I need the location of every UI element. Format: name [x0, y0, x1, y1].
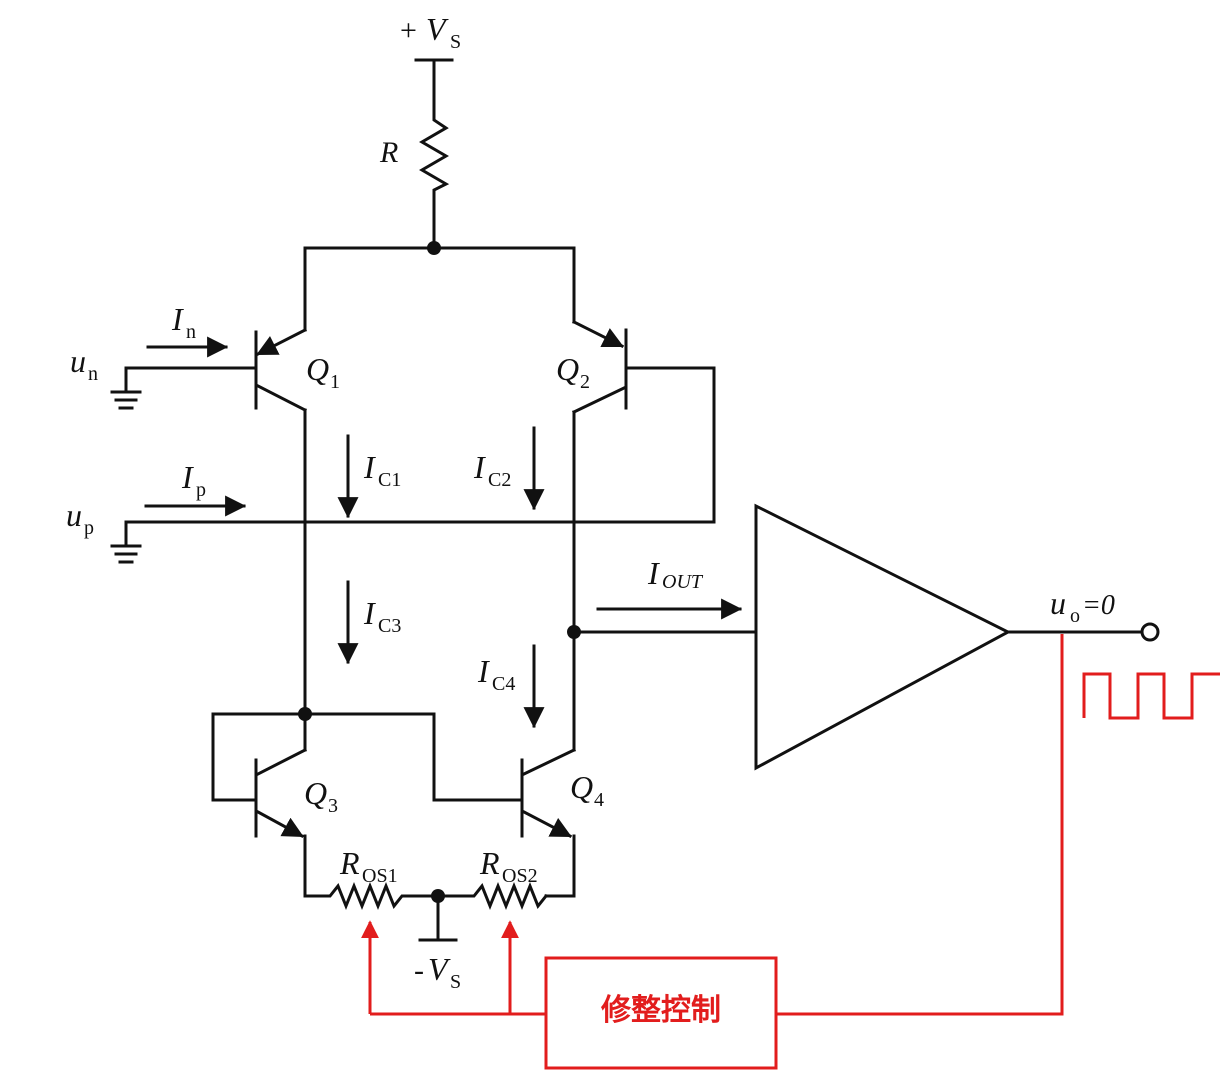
- r-label: R: [379, 136, 398, 169]
- un-main: u: [70, 343, 86, 379]
- ros1-sub: OS1: [362, 865, 398, 887]
- vs-neg-sign: -: [414, 954, 424, 987]
- transistor-q3: Q 3: [211, 707, 338, 898]
- vs-pos-sign: +: [400, 14, 417, 47]
- ros2-sub: OS2: [502, 865, 538, 887]
- ic2-sub: C2: [488, 469, 511, 491]
- top-rail: [303, 241, 576, 332]
- in-sub: n: [186, 321, 196, 343]
- transistor-q2: Q 2: [124, 319, 716, 752]
- iout-main: I: [647, 555, 660, 591]
- q3-sub: 3: [328, 795, 338, 817]
- q2-sub: 2: [580, 371, 590, 393]
- q3-main: Q: [304, 775, 327, 811]
- ip-sub: p: [196, 479, 206, 501]
- ic4-sub: C4: [492, 673, 515, 695]
- un-sub: n: [88, 363, 98, 385]
- q2-main: Q: [556, 351, 579, 387]
- positive-supply: + V S: [400, 11, 461, 114]
- trim-control-loop: 修整控制: [361, 634, 1220, 1070]
- ic4-main: I: [477, 653, 490, 689]
- transistor-q4: Q 4: [303, 712, 604, 898]
- ros1-main: R: [339, 845, 360, 881]
- ic2-main: I: [473, 449, 486, 485]
- ip-main: I: [181, 459, 194, 495]
- uo-eq: =0: [1082, 590, 1115, 621]
- output-node: [567, 625, 581, 639]
- transistor-q1: Q 1: [254, 327, 340, 714]
- square-wave: [1082, 672, 1220, 720]
- uo-sub: o: [1070, 605, 1080, 627]
- ic3-main: I: [363, 595, 376, 631]
- q4-sub: 4: [594, 789, 604, 811]
- current-arrows: I C1 I C2 I C3 I C4: [337, 426, 545, 729]
- iout-sub: OUT: [662, 571, 704, 593]
- input-up: u p I p: [66, 459, 247, 564]
- amplifier: u o =0: [754, 503, 1160, 771]
- up-main: u: [66, 497, 82, 533]
- in-main: I: [171, 301, 184, 337]
- input-un: u n I n: [70, 301, 258, 410]
- output-terminal: [1140, 622, 1160, 642]
- vs-pos-sub: S: [450, 31, 461, 53]
- trim-resistors: R OS1 R OS2 - V S: [310, 845, 549, 993]
- top-node: [427, 241, 441, 255]
- vs-neg-sub: S: [450, 971, 461, 993]
- ic3-sub: C3: [378, 615, 401, 637]
- up-sub: p: [84, 517, 94, 539]
- ic1-main: I: [363, 449, 376, 485]
- resistor-r: R: [379, 110, 450, 250]
- q1-main: Q: [306, 351, 329, 387]
- uo-main: u: [1050, 585, 1066, 621]
- vs-neg-main: V: [428, 951, 451, 987]
- output-current: I OUT: [567, 555, 758, 639]
- q4-main: Q: [570, 769, 593, 805]
- trim-control-label: 修整控制: [600, 993, 721, 1028]
- ros2-main: R: [479, 845, 500, 881]
- ic1-sub: C1: [378, 469, 401, 491]
- q1-sub: 1: [330, 371, 340, 393]
- vs-pos-main: V: [426, 11, 449, 47]
